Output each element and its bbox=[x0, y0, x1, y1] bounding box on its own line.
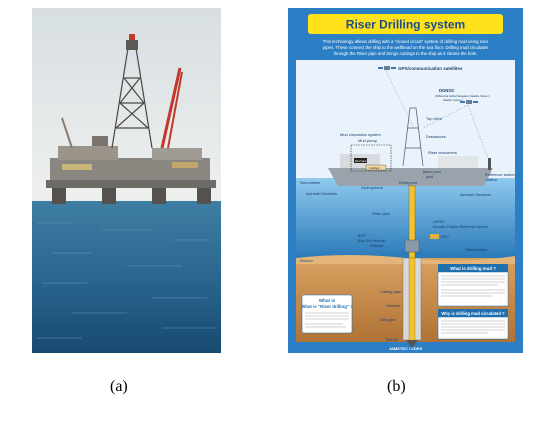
label-drawworks: Drawworks bbox=[426, 134, 446, 139]
svg-text:Satellite System): Satellite System) bbox=[443, 98, 463, 102]
label-moon-pool: Moon pool bbox=[423, 170, 441, 174]
photo-panel bbox=[32, 8, 221, 353]
label-mud-circulation: Mud circulation system bbox=[340, 132, 381, 137]
intro-line-2: pipes. These connect the ship to the wel… bbox=[323, 45, 489, 50]
label-cuttings: Cuttings bbox=[369, 166, 380, 170]
rov-icon bbox=[430, 234, 439, 239]
label-drilling-mud: Drilling mud bbox=[399, 181, 417, 185]
label-sea-surface: Sea surface bbox=[300, 181, 320, 185]
label-riser-tensioners: Riser tensioners bbox=[428, 150, 457, 155]
label-hydrophone: Hydrophone bbox=[361, 185, 384, 190]
label-aprs: APRS: bbox=[433, 219, 445, 224]
caption-b: (b) bbox=[387, 378, 406, 395]
label-dgnss: DGNSS bbox=[439, 88, 454, 93]
why-mud-header bbox=[438, 309, 508, 317]
label-rov: ROV bbox=[441, 235, 449, 239]
label-mud-pump: Mud pump bbox=[358, 138, 378, 143]
poster-title-bar bbox=[308, 14, 503, 34]
satellite-icon bbox=[460, 100, 478, 104]
why-mud-title: Why is drilling mud circulated ? bbox=[441, 311, 505, 316]
drill-pipe bbox=[408, 257, 416, 345]
poster-diagram: Riser Drilling system This technology al… bbox=[288, 8, 523, 353]
drillship-hull bbox=[328, 168, 493, 186]
label-sea-floor: Sea floor bbox=[300, 259, 314, 263]
label-wellhead: Wellhead bbox=[370, 244, 383, 248]
poster-title: Riser Drilling system bbox=[346, 18, 465, 32]
derrick bbox=[402, 107, 424, 167]
what-mud-title: What is drilling mud ? bbox=[450, 266, 496, 271]
drill-bit-icon bbox=[406, 340, 418, 348]
label-reference-station: Reference station bbox=[485, 173, 515, 177]
label-azimuth-right: Azimuth thrusters bbox=[460, 192, 491, 197]
label-drill-pipe: Drill pipe bbox=[380, 317, 396, 322]
reference-station-icon bbox=[488, 158, 491, 170]
caption-a: (a) bbox=[110, 378, 128, 395]
intro-line-3: through the Riser pipe and brings cuttin… bbox=[333, 51, 477, 56]
label-bop-sub: Blow Out Preventer bbox=[358, 239, 387, 243]
label-gps: GPS/communication satellites bbox=[398, 66, 463, 71]
label-aprs-sub: Acoustic Position Reference System bbox=[433, 225, 488, 229]
what-riser-title: What is "Riser drilling" ? bbox=[301, 304, 353, 309]
what-riser-box bbox=[301, 294, 353, 334]
label-riser-pipe: Riser pipe bbox=[372, 211, 391, 216]
satellite-icon bbox=[378, 66, 396, 70]
riser-drilling-poster: Riser Drilling system This technology al… bbox=[288, 8, 523, 353]
drilling-rig-photo bbox=[32, 8, 221, 353]
label-mud-tank: Mud tank bbox=[355, 159, 367, 163]
label-transponders: Transponders bbox=[465, 248, 487, 252]
poster-footer: JAMSTEC / CDEX bbox=[389, 346, 423, 351]
label-drill-bit: Drill bit bbox=[386, 338, 399, 342]
label-dgnss-sub: (Differential Global Navigation Satellit… bbox=[435, 94, 490, 98]
svg-text:What is: What is bbox=[319, 298, 336, 303]
intro-line-1: This technology allows drilling with a "… bbox=[323, 39, 489, 44]
what-mud-header bbox=[438, 264, 508, 272]
bop-icon bbox=[404, 239, 420, 253]
svg-text:station: station bbox=[486, 178, 497, 182]
label-casing-pipe: Casing pipe bbox=[380, 289, 402, 294]
svg-text:pool: pool bbox=[426, 175, 433, 179]
label-bop: BOP: bbox=[358, 234, 367, 238]
label-top-drive: Top drive bbox=[426, 116, 443, 121]
label-azimuth-left: Azimuth thrusters bbox=[306, 191, 337, 196]
label-cement: Cement bbox=[386, 303, 401, 308]
